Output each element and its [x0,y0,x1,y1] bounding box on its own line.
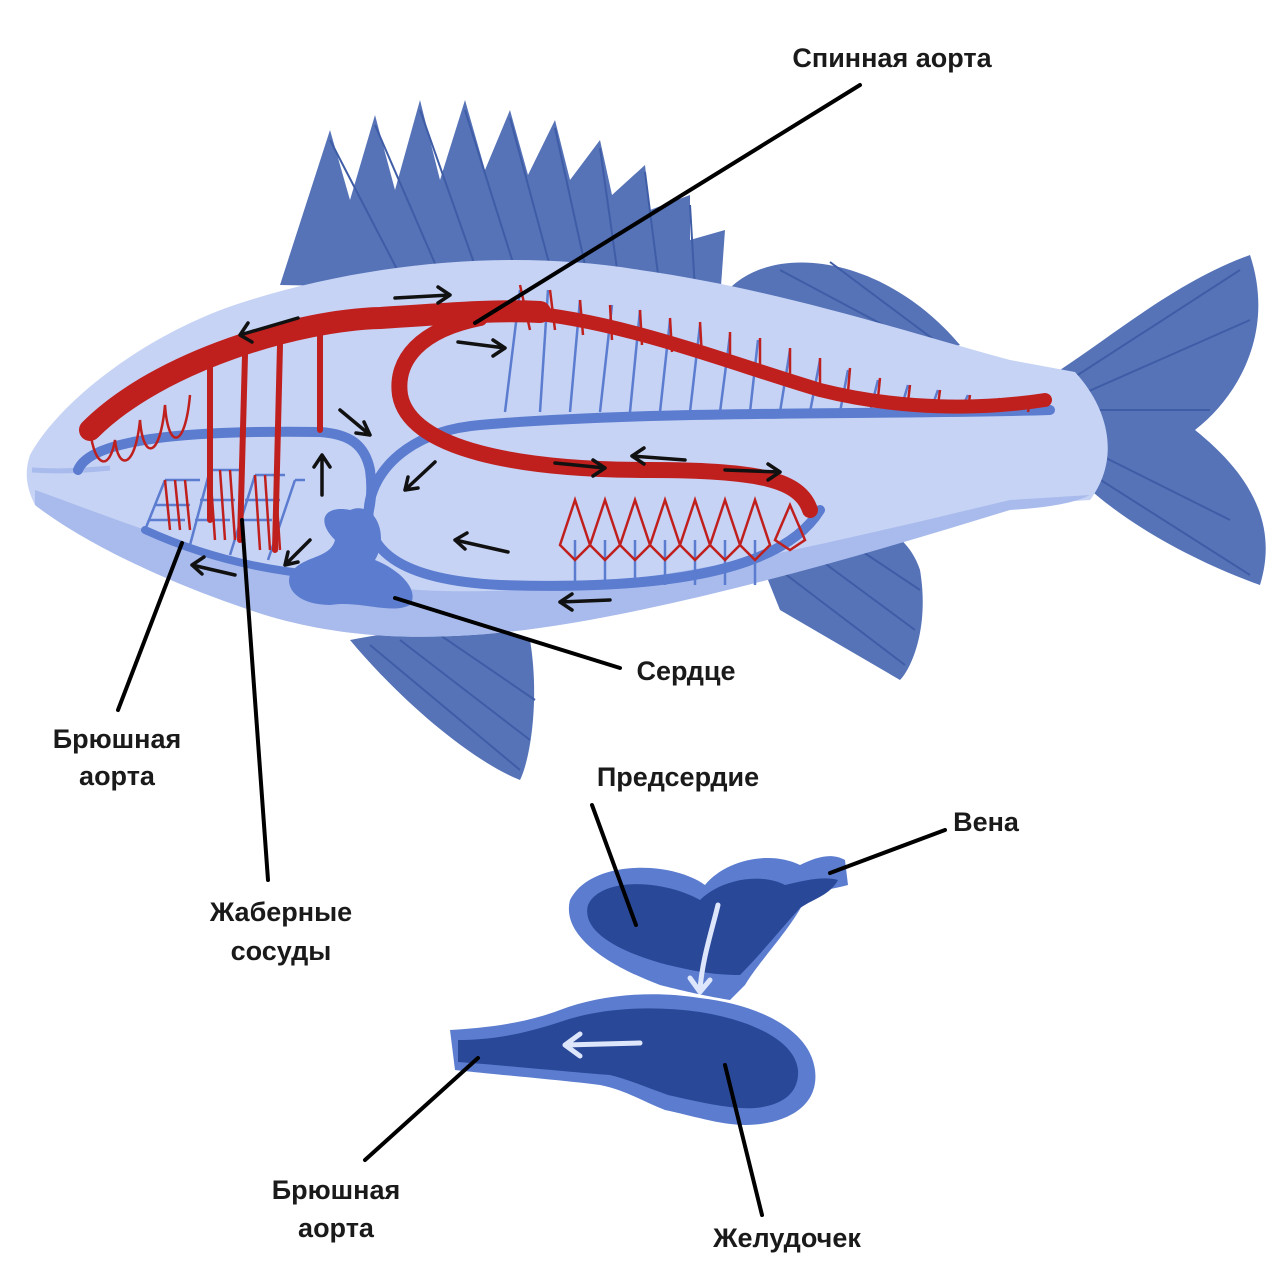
label-atrium: Предсердие [597,762,759,792]
flow-arrow-icon [403,460,437,492]
heart-detail [450,856,848,1125]
label-ventral-aorta-line1: Брюшная [53,724,182,754]
label-gill-vessels-line2: сосуды [231,936,332,966]
flow-arrow-icon [456,338,507,358]
label-dorsal-aorta: Спинная аорта [792,43,992,73]
arteries [79,284,1052,562]
label-heart-ventral-aorta-line2: аорта [298,1213,375,1243]
flow-arrow-icon [393,285,452,305]
flow-arrow-icon [190,555,237,577]
fish-heart [289,508,413,609]
label-vein: Вена [953,807,1020,837]
flow-arrow-icon [453,531,510,554]
label-heart-ventral-aorta-line1: Брюшная [272,1175,401,1205]
leader-lines [116,83,947,1217]
fins [280,100,1266,780]
flow-arrows [190,285,782,612]
flow-arrow-icon [562,1031,643,1059]
label-gill-vessels-line1: Жаберные [209,897,352,927]
tail-fin [1060,255,1266,585]
label-ventral-aorta-line2: аорта [79,761,156,791]
flow-arrow-icon [312,453,332,497]
labels: Спинная аорта Сердце Брюшная аорта Жабер… [53,43,1020,1253]
flow-arrow-icon [630,446,687,466]
flow-arrow-icon [238,316,300,344]
belly-shade [35,490,1090,637]
flow-arrow-icon [687,902,721,995]
flow-arrow-icon [338,408,372,437]
label-ventricle: Желудочек [712,1223,861,1253]
flow-arrow-icon [558,592,612,612]
flow-arrow-icon [723,462,782,482]
flow-arrow-icon [283,538,312,567]
label-heart: Сердце [636,656,735,686]
flow-arrow-icon [553,458,607,478]
